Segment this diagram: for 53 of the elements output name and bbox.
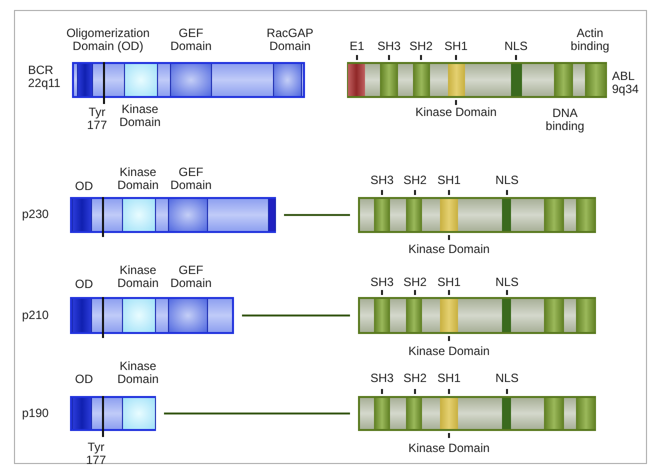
domain-label: Kinase Domain — [116, 360, 160, 386]
row-label: p190 — [22, 407, 49, 420]
abl-protein-bar — [347, 62, 607, 98]
domain-label: SH1 — [444, 40, 468, 53]
domain-label: SH3 — [370, 372, 394, 385]
domain-label: SH3 — [370, 276, 394, 289]
domain-label: SH3 — [370, 174, 394, 187]
domain-label: SH2 — [409, 40, 433, 53]
domain-label: Kinase Domain — [116, 166, 160, 192]
domain-label: SH1 — [437, 174, 461, 187]
row-label: ABL 9q34 — [612, 70, 640, 96]
domain-label: GEF Domain — [169, 166, 213, 192]
domain-label: NLS — [495, 372, 519, 385]
bcr-protein-bar — [70, 297, 234, 334]
domain-label: GEF Domain — [169, 264, 213, 290]
row-label: p210 — [22, 309, 49, 322]
domain-label: Kinase Domain — [408, 442, 490, 455]
bcr-protein-bar — [70, 396, 156, 431]
domain-label: NLS — [495, 174, 519, 187]
domain-label: NLS — [504, 40, 528, 53]
bcr-protein-bar — [72, 62, 305, 98]
bcr-protein-bar — [70, 197, 276, 233]
domain-label: Oligomerization Domain (OD) — [65, 27, 151, 53]
domain-label: SH3 — [377, 40, 401, 53]
abl-protein-bar — [358, 396, 596, 431]
domain-label: SH1 — [437, 276, 461, 289]
domain-label: SH1 — [437, 372, 461, 385]
row-label: p230 — [22, 208, 49, 221]
abl-protein-bar — [358, 297, 596, 334]
domain-label: DNA binding — [544, 107, 586, 133]
fusion-junction-line — [242, 314, 350, 316]
domain-label: Kinase Domain — [118, 103, 162, 129]
domain-label: OD — [75, 180, 93, 193]
domain-label: Kinase Domain — [415, 106, 497, 119]
domain-label: E1 — [350, 40, 364, 53]
abl-protein-bar — [358, 197, 596, 233]
domain-label: SH2 — [403, 276, 427, 289]
domain-label: Kinase Domain — [408, 345, 490, 358]
domain-label: SH2 — [403, 174, 427, 187]
domain-label: GEF Domain — [169, 27, 213, 53]
domain-label: RacGAP Domain — [266, 27, 314, 53]
domain-label: OD — [75, 278, 93, 291]
domain-label: NLS — [495, 276, 519, 289]
domain-label: Kinase Domain — [116, 264, 160, 290]
domain-label: Kinase Domain — [408, 243, 490, 256]
fusion-junction-line — [164, 412, 350, 414]
domain-label: SH2 — [403, 372, 427, 385]
fusion-junction-line — [284, 214, 350, 216]
domain-label: Actin binding — [570, 27, 610, 53]
domain-label: Tyr 177 — [84, 441, 108, 467]
domain-label: OD — [75, 373, 93, 386]
domain-label: Tyr 177 — [86, 106, 108, 132]
row-label: BCR 22q11 — [28, 64, 62, 90]
